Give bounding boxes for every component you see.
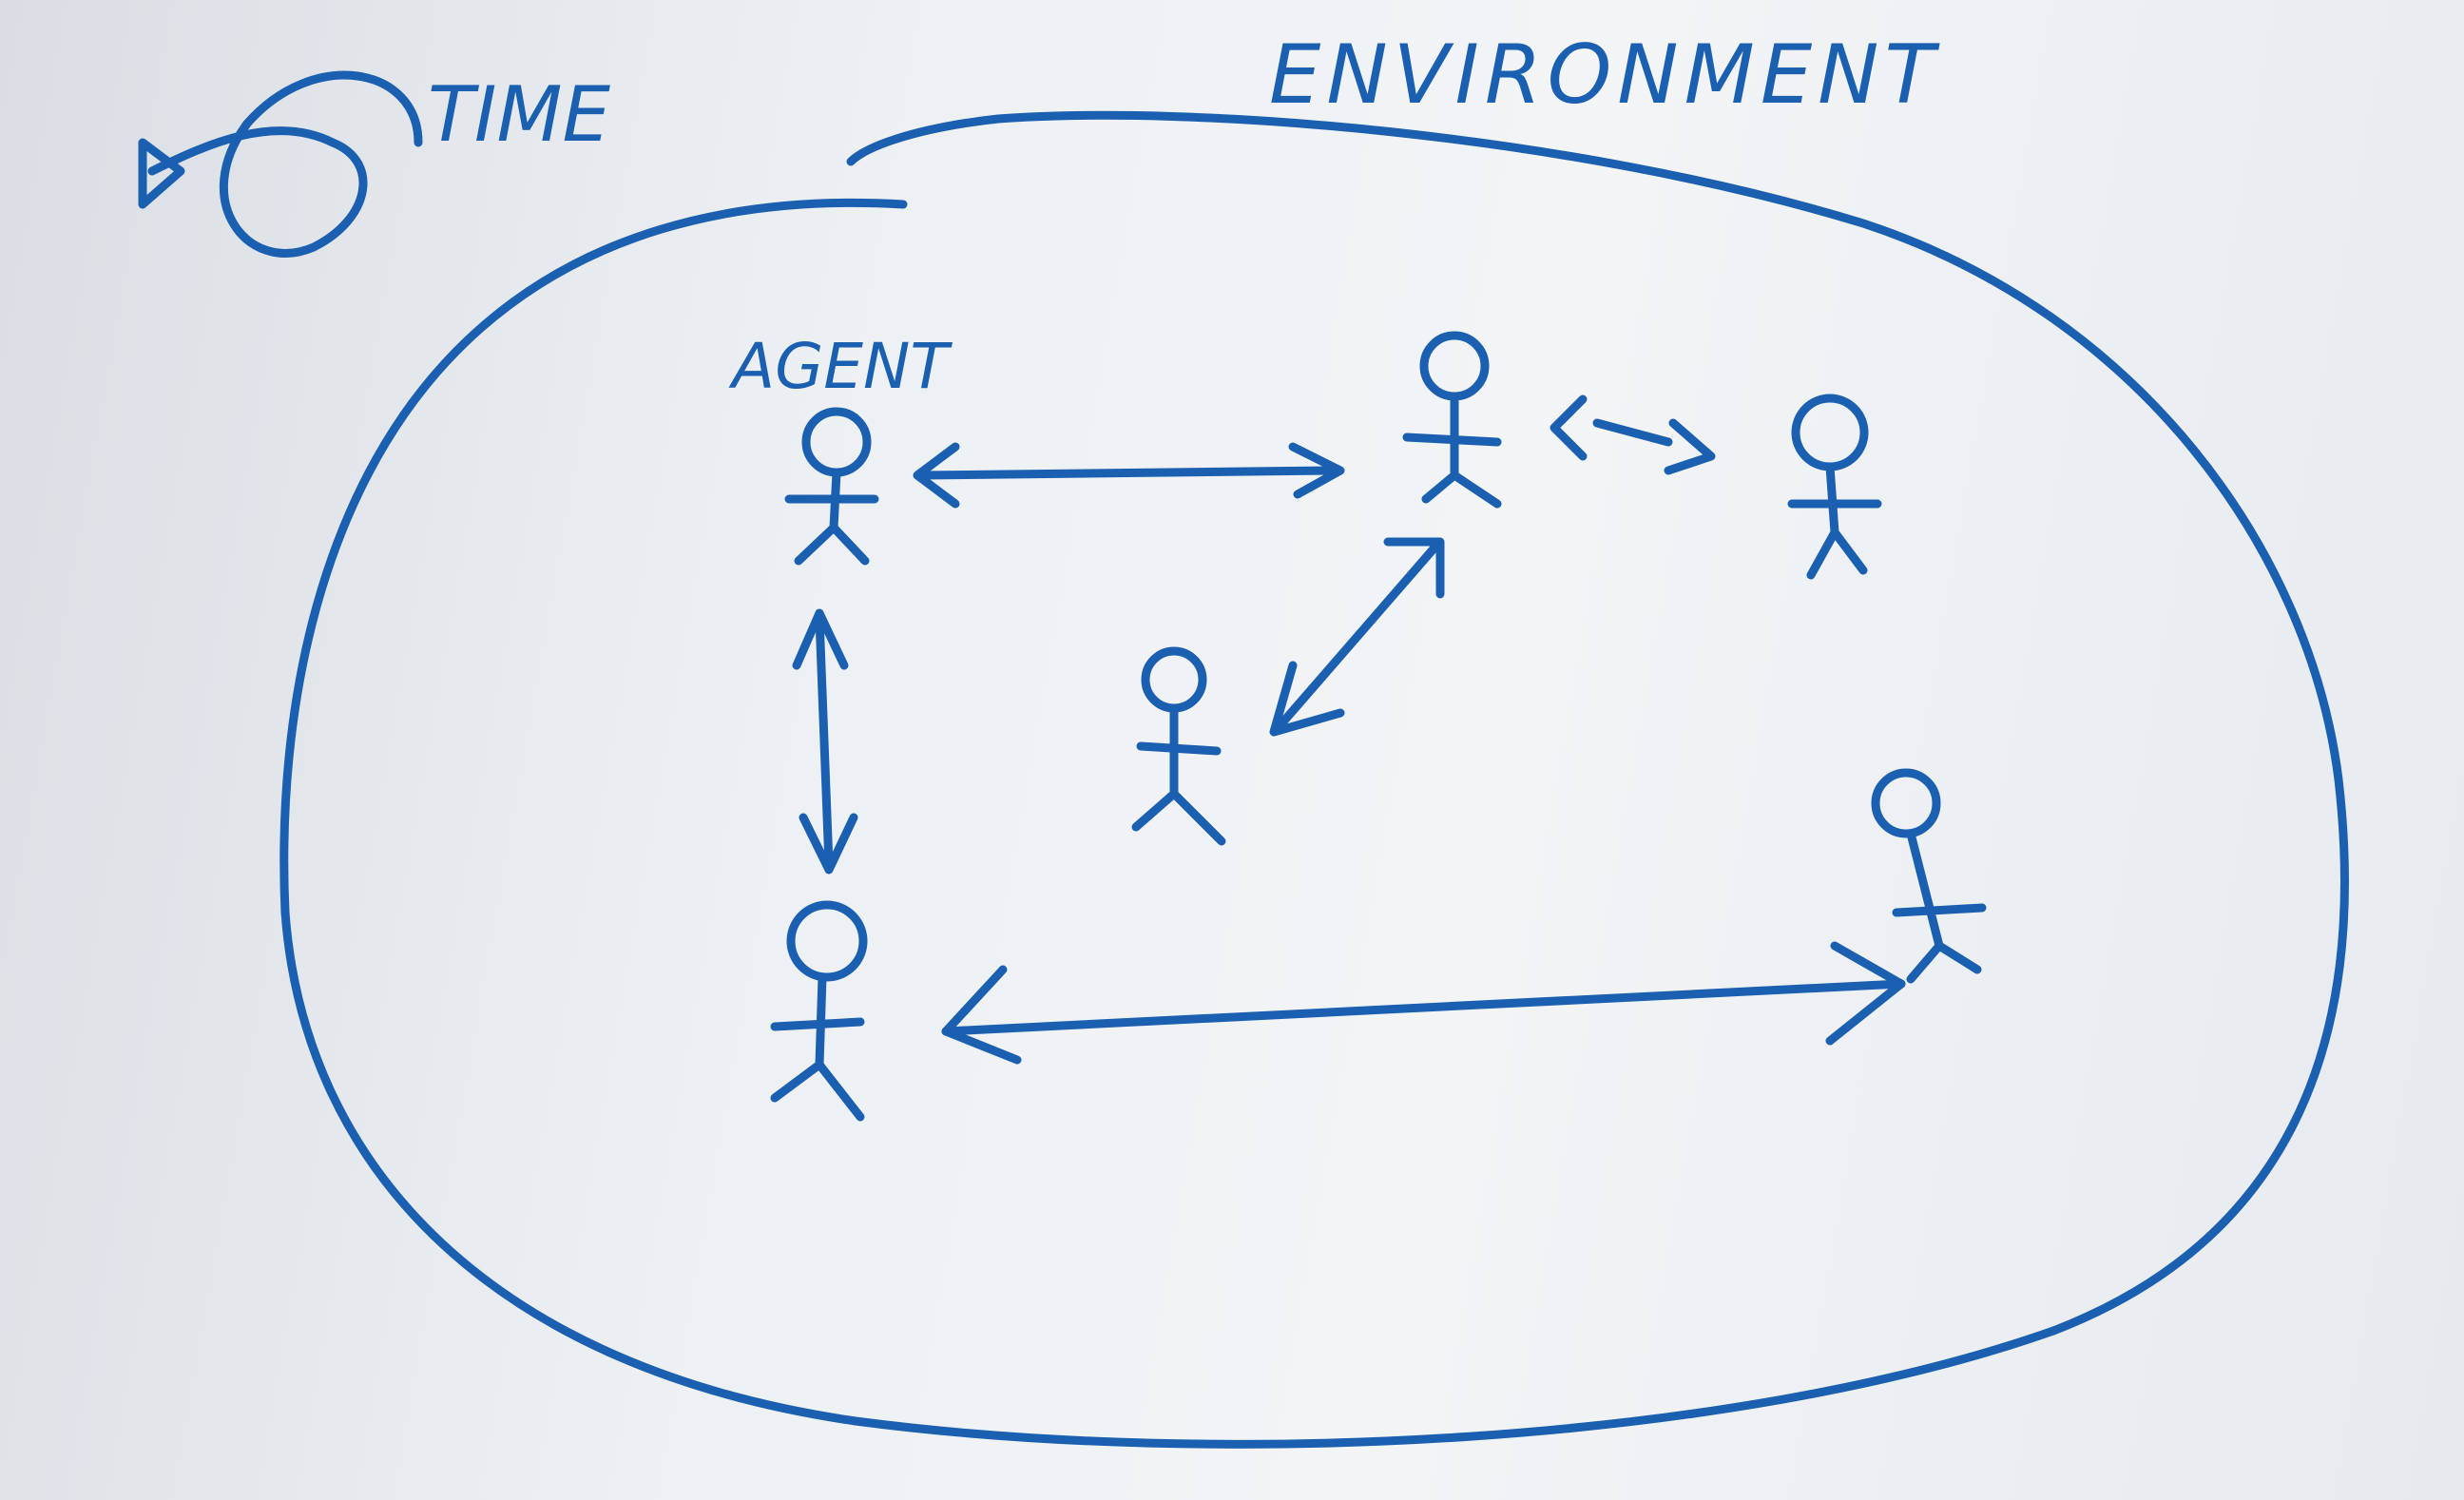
arrow-agent-top-middle-to-top-right [1550,394,1716,475]
arrow-agent-top-left-to-top-middle [913,442,1345,509]
environment-label: ENVIRONMENT [1269,28,1941,123]
agent-bottom-left [770,900,868,1122]
arrow-agent-top-left-to-bottom-left [792,608,858,875]
environment-boundary [279,110,2349,1449]
arrow-agent-bottom-left-to-bottom-right [941,941,1906,1065]
agent-top-middle [1402,331,1502,509]
agent-top-right [1787,394,1882,580]
time-label: TIME [428,70,610,159]
agent-label: AGENT [728,330,953,403]
time-loop-icon [138,70,423,258]
agent-center [1131,646,1226,846]
agent-top-left [784,407,879,566]
arrow-agent-top-middle-to-center [1269,537,1445,737]
agent-bottom-right [1871,768,1987,984]
